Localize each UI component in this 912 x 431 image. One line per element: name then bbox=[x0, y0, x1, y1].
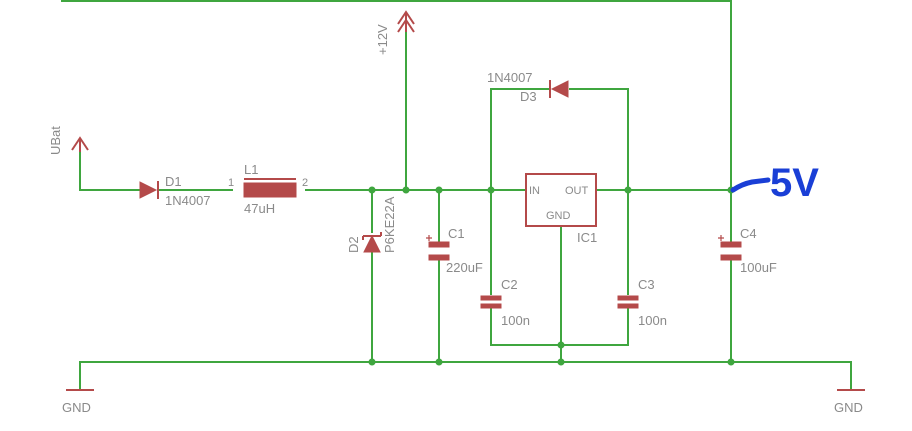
supply-double-arrow-icon bbox=[397, 10, 415, 33]
junction-dot bbox=[487, 186, 495, 194]
c3-value: 100n bbox=[638, 313, 667, 328]
inductor-body-icon bbox=[243, 182, 297, 198]
ic1-name: IC1 bbox=[577, 230, 597, 245]
capacitor-c3: C3 100n bbox=[617, 277, 667, 328]
inductor-l1: L1 47uH 1 2 bbox=[228, 162, 308, 216]
wire-d3-right bbox=[569, 88, 629, 191]
junction-dot bbox=[557, 341, 565, 349]
tvs-diode-d2: D2 P6KE22A bbox=[346, 196, 397, 253]
capacitor-c1: C1 220uF bbox=[426, 226, 483, 275]
wires bbox=[61, 0, 852, 391]
polarity-plus-icon bbox=[426, 235, 432, 241]
junction-dot bbox=[435, 186, 443, 194]
diode-d1: D1 1N4007 bbox=[139, 174, 211, 208]
wire-d3-left bbox=[490, 88, 549, 191]
wire-ubat bbox=[79, 151, 141, 191]
tvs-triangle-icon bbox=[363, 234, 381, 253]
cap-plate-icon bbox=[617, 303, 639, 309]
gnd-right: GND bbox=[834, 389, 865, 415]
gnd-right-label: GND bbox=[834, 400, 863, 415]
junction-dot bbox=[368, 358, 376, 366]
diode-triangle-icon bbox=[139, 181, 158, 199]
c4-value: 100uF bbox=[740, 260, 777, 275]
c2-name: C2 bbox=[501, 277, 518, 292]
diode-d3: 1N4007 D3 bbox=[487, 70, 569, 104]
ubat-supply: UBat bbox=[48, 126, 89, 155]
cap-plate-pos-icon bbox=[720, 241, 742, 248]
cap-plate-icon bbox=[480, 295, 502, 301]
ubat-label: UBat bbox=[48, 126, 63, 155]
d1-value: 1N4007 bbox=[165, 193, 211, 208]
d2-value: P6KE22A bbox=[382, 196, 397, 253]
junction-dot bbox=[435, 358, 443, 366]
d3-value: 1N4007 bbox=[487, 70, 533, 85]
junction-dot bbox=[368, 186, 376, 194]
polarity-plus-icon bbox=[718, 235, 724, 241]
c1-value: 220uF bbox=[446, 260, 483, 275]
tvs-bar-icon bbox=[362, 232, 382, 240]
ic-pin-in: IN bbox=[529, 185, 540, 197]
cap-plate-icon bbox=[480, 303, 502, 309]
junction-dot bbox=[727, 358, 735, 366]
c1-name: C1 bbox=[448, 226, 465, 241]
annotation-text: 5V bbox=[770, 161, 819, 205]
capacitor-c4: C4 100uF bbox=[718, 226, 777, 275]
ic-body bbox=[525, 173, 597, 227]
cap-plate-pos-icon bbox=[428, 241, 450, 248]
cap-plate-icon bbox=[617, 295, 639, 301]
supply-arrow-icon bbox=[71, 136, 89, 152]
l1-value: 47uH bbox=[244, 201, 275, 216]
d2-name: D2 bbox=[346, 236, 361, 253]
junction-dot bbox=[624, 186, 632, 194]
c3-name: C3 bbox=[638, 277, 655, 292]
handwritten-annotation: 5V bbox=[730, 161, 819, 205]
wire-c2-bottom bbox=[490, 307, 629, 346]
c2-value: 100n bbox=[501, 313, 530, 328]
diode-triangle-icon bbox=[550, 80, 569, 98]
cap-plate-neg-icon bbox=[428, 254, 450, 261]
annotation-dash bbox=[730, 177, 771, 193]
c4-name: C4 bbox=[740, 226, 757, 241]
capacitor-c2: C2 100n bbox=[480, 277, 530, 328]
d1-name: D1 bbox=[165, 174, 182, 189]
l1-name: L1 bbox=[244, 162, 258, 177]
plus12v-label: +12V bbox=[375, 24, 390, 55]
gnd-left-label: GND bbox=[62, 400, 91, 415]
d3-name: D3 bbox=[520, 89, 537, 104]
ic-pin-gnd: GND bbox=[546, 210, 571, 222]
junction-dot bbox=[557, 358, 565, 366]
wire-top-loop bbox=[61, 0, 732, 190]
regulator-ic1: IN OUT GND IC1 bbox=[525, 173, 597, 245]
l1-pin1: 1 bbox=[228, 177, 234, 189]
gnd-left: GND bbox=[62, 389, 94, 415]
junction-dot bbox=[402, 186, 410, 194]
cap-plate-neg-icon bbox=[720, 254, 742, 261]
l1-pin2: 2 bbox=[302, 177, 308, 189]
plus12v-supply: +12V bbox=[375, 10, 415, 55]
ic-pin-out: OUT bbox=[565, 185, 589, 197]
